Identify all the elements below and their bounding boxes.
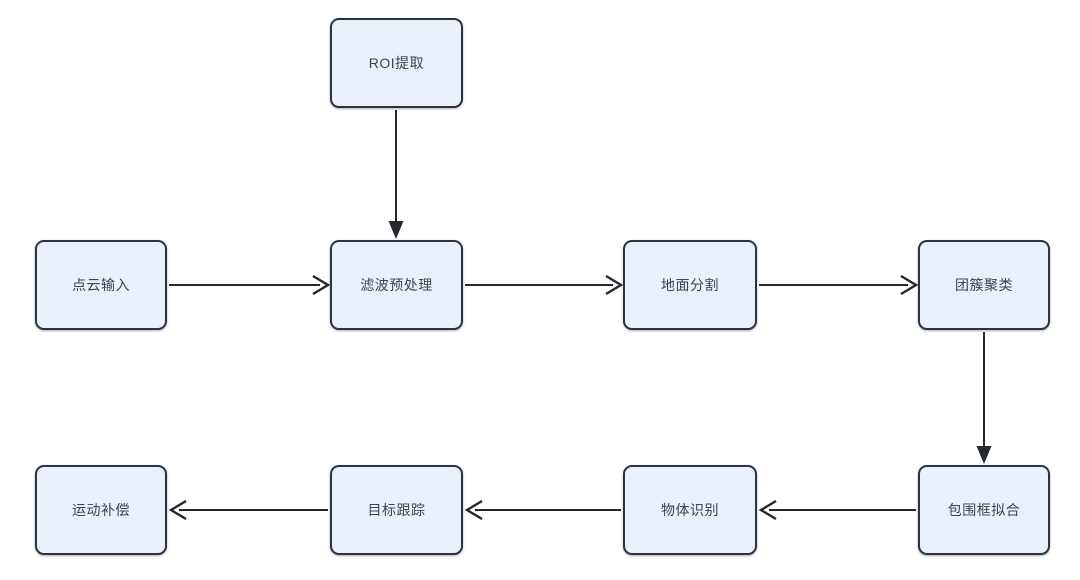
node-label: 滤波预处理 bbox=[360, 276, 433, 293]
node-point-cloud-input[interactable]: 点云输入 bbox=[35, 240, 167, 330]
edge-input-to-filter bbox=[169, 274, 331, 296]
node-bounding-box-fit[interactable]: 包围框拟合 bbox=[918, 465, 1050, 555]
edge-recognize-to-track bbox=[464, 499, 621, 521]
node-label: 点云输入 bbox=[72, 276, 130, 293]
node-label: 物体识别 bbox=[661, 501, 719, 518]
node-label: 包围框拟合 bbox=[947, 501, 1021, 518]
node-object-recognition[interactable]: 物体识别 bbox=[623, 465, 757, 555]
edge-bbox-to-recognize bbox=[758, 499, 916, 521]
edge-ground-to-cluster bbox=[759, 274, 919, 296]
node-ground-segmentation[interactable]: 地面分割 bbox=[623, 240, 757, 330]
node-label: 地面分割 bbox=[661, 276, 719, 293]
node-label: 团簇聚类 bbox=[955, 276, 1013, 293]
node-filter-preprocess[interactable]: 滤波预处理 bbox=[330, 240, 463, 330]
node-motion-compensation[interactable]: 运动补偿 bbox=[35, 465, 167, 555]
edge-filter-to-ground bbox=[465, 274, 624, 296]
node-label: 目标跟踪 bbox=[367, 501, 426, 518]
edge-track-to-compensate bbox=[168, 499, 328, 521]
node-roi[interactable]: ROI提取 bbox=[330, 18, 463, 108]
node-label: ROI提取 bbox=[368, 54, 425, 71]
edge-cluster-to-bbox bbox=[976, 332, 992, 464]
node-label: 运动补偿 bbox=[72, 501, 130, 518]
node-target-tracking[interactable]: 目标跟踪 bbox=[330, 465, 463, 555]
edge-roi-to-filter bbox=[388, 110, 404, 239]
node-cluster[interactable]: 团簇聚类 bbox=[918, 240, 1050, 330]
